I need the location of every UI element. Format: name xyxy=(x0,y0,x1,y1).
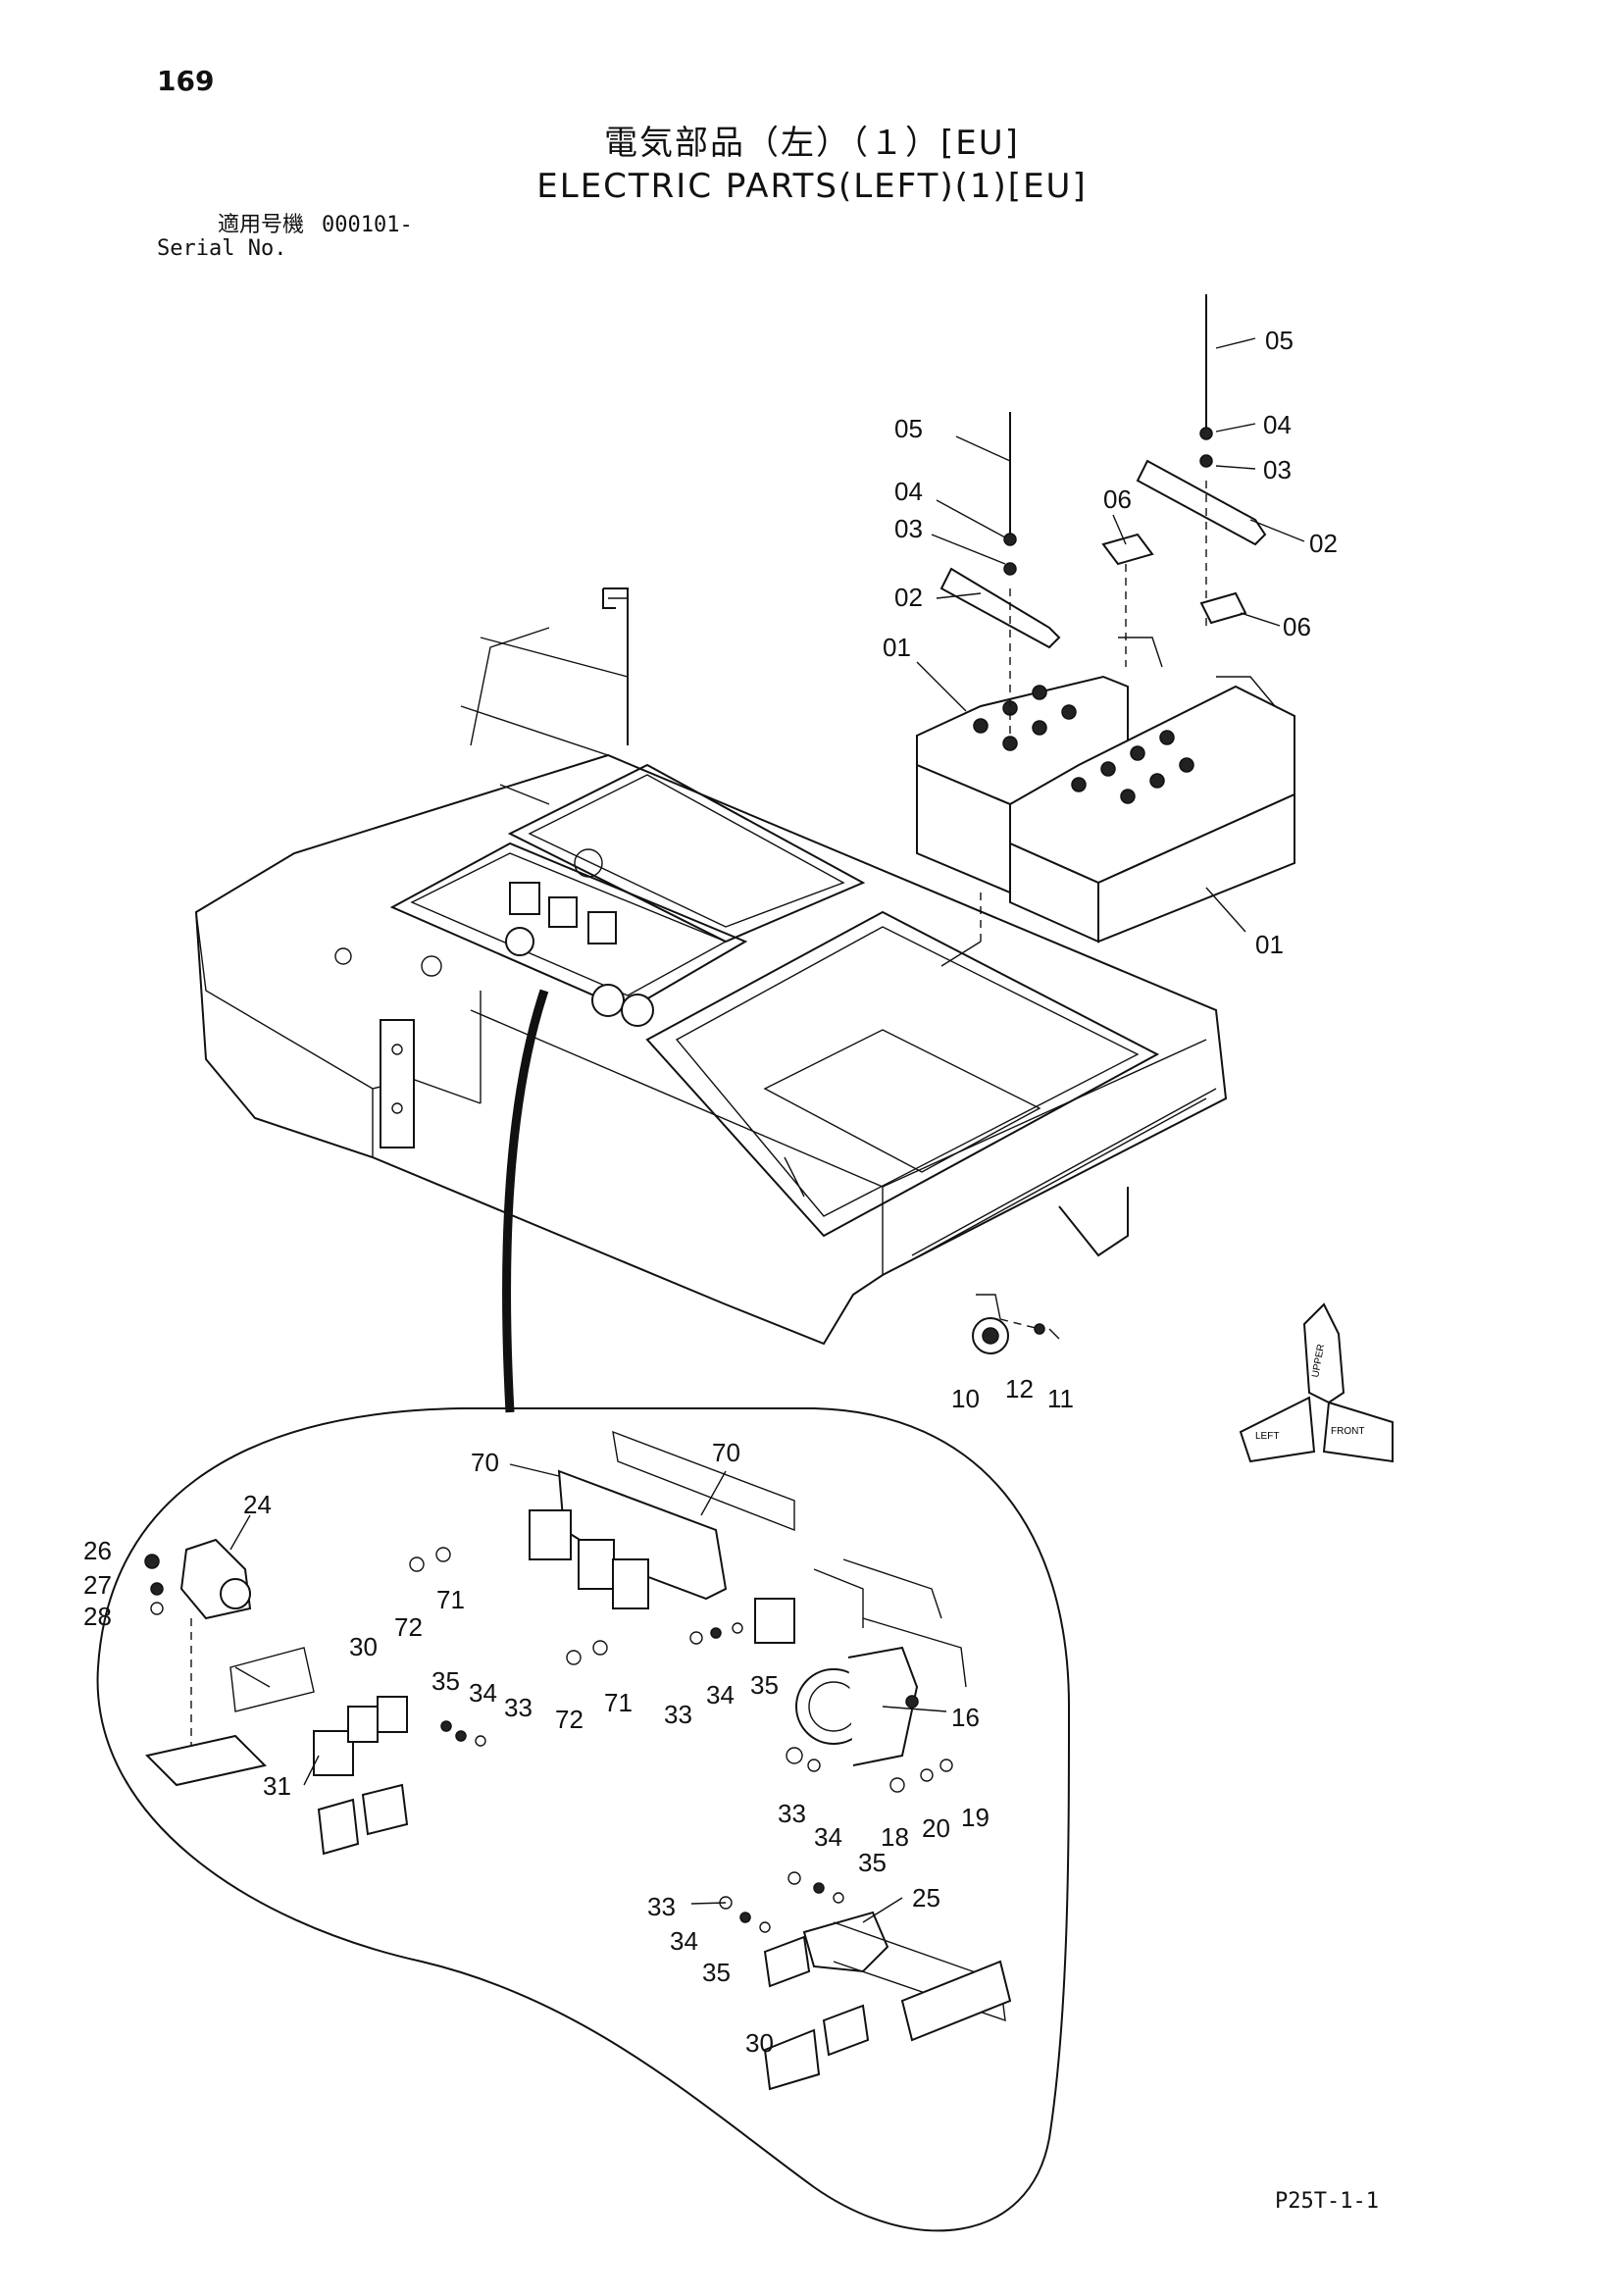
title-english: ELECTRIC PARTS(LEFT)(1)[EU] xyxy=(536,167,1088,206)
callout-11: 11 xyxy=(1047,1384,1074,1413)
callout-33-bottom: 33 xyxy=(647,1892,676,1921)
callout-28: 28 xyxy=(83,1602,112,1631)
page-number: 169 xyxy=(157,65,215,97)
callout-12: 12 xyxy=(1005,1374,1034,1403)
callout-27: 27 xyxy=(83,1570,112,1600)
callout-34-lower: 34 xyxy=(814,1822,842,1852)
horn-assembly xyxy=(972,1294,1060,1354)
callout-01-upper: 01 xyxy=(883,633,911,662)
callout-02-right: 02 xyxy=(1309,529,1338,558)
callout-02-left: 02 xyxy=(894,583,923,612)
callout-33-lower: 33 xyxy=(778,1799,806,1828)
callout-06-upper: 06 xyxy=(1103,485,1132,514)
callout-20: 20 xyxy=(922,1813,950,1843)
callout-10: 10 xyxy=(951,1384,980,1413)
callout-30-left: 30 xyxy=(349,1632,378,1661)
callout-34-left: 34 xyxy=(469,1678,497,1708)
callout-33-left: 33 xyxy=(504,1693,533,1722)
callout-16: 16 xyxy=(951,1703,980,1732)
callout-04-right: 04 xyxy=(1263,410,1292,439)
callout-34-mid: 34 xyxy=(706,1680,735,1709)
callout-03-right: 03 xyxy=(1263,455,1292,485)
callout-19: 19 xyxy=(961,1803,990,1832)
callout-06-lower: 06 xyxy=(1283,612,1311,641)
battery-right xyxy=(1009,676,1295,944)
top-bracket xyxy=(602,587,629,745)
callout-35-mid: 35 xyxy=(750,1670,779,1700)
detail-pointer-line xyxy=(502,989,549,1413)
callout-03-left: 03 xyxy=(894,514,923,543)
orientation-symbol: LEFT FRONT UPPER xyxy=(1239,1302,1394,1463)
leader-lines xyxy=(229,337,1305,1923)
callout-04-left: 04 xyxy=(894,477,923,506)
callout-72-right: 72 xyxy=(555,1705,584,1734)
callout-70-left: 70 xyxy=(471,1448,499,1477)
orientation-label-left: LEFT xyxy=(1255,1431,1279,1442)
detail-outline xyxy=(96,1407,1071,2232)
callout-31: 31 xyxy=(263,1771,291,1801)
callout-05-right: 05 xyxy=(1265,326,1294,355)
callout-25: 25 xyxy=(912,1883,940,1913)
battery-holddown xyxy=(939,294,1267,967)
callout-30-bottom: 30 xyxy=(745,2028,774,2058)
callout-35-lower: 35 xyxy=(858,1848,887,1877)
callout-71-left: 71 xyxy=(436,1585,465,1614)
callout-35-left: 35 xyxy=(431,1666,460,1696)
title-japanese: 電気部品（左）（１）[EU] xyxy=(604,124,1020,163)
callout-05-left: 05 xyxy=(894,414,923,443)
serial-info: 適用号機 000101- Serial No. xyxy=(157,214,413,261)
battery-left xyxy=(916,637,1163,894)
callout-71-right: 71 xyxy=(604,1688,633,1717)
serial-label-en: Serial No. xyxy=(157,236,287,261)
orientation-label-front: FRONT xyxy=(1331,1426,1364,1437)
callout-34-bottom: 34 xyxy=(670,1926,698,1956)
chassis-frame xyxy=(194,597,1228,1346)
callout-labels: 05 04 03 02 06 06 05 04 03 02 01 01 10 1… xyxy=(83,326,1338,2058)
callout-26: 26 xyxy=(83,1536,112,1565)
serial-value: 000101- xyxy=(322,213,413,237)
callout-01-lower: 01 xyxy=(1255,930,1284,959)
serial-label-jp: 適用号機 xyxy=(217,213,304,237)
callout-72-left: 72 xyxy=(394,1612,423,1642)
callout-24: 24 xyxy=(243,1490,272,1519)
callout-33-mid: 33 xyxy=(664,1700,692,1729)
callout-18: 18 xyxy=(881,1822,909,1852)
callout-35-bottom: 35 xyxy=(702,1958,731,1987)
callout-70-right: 70 xyxy=(712,1438,740,1467)
page-code: P25T-1-1 xyxy=(1275,2189,1379,2214)
detail-components xyxy=(144,1430,1012,2091)
